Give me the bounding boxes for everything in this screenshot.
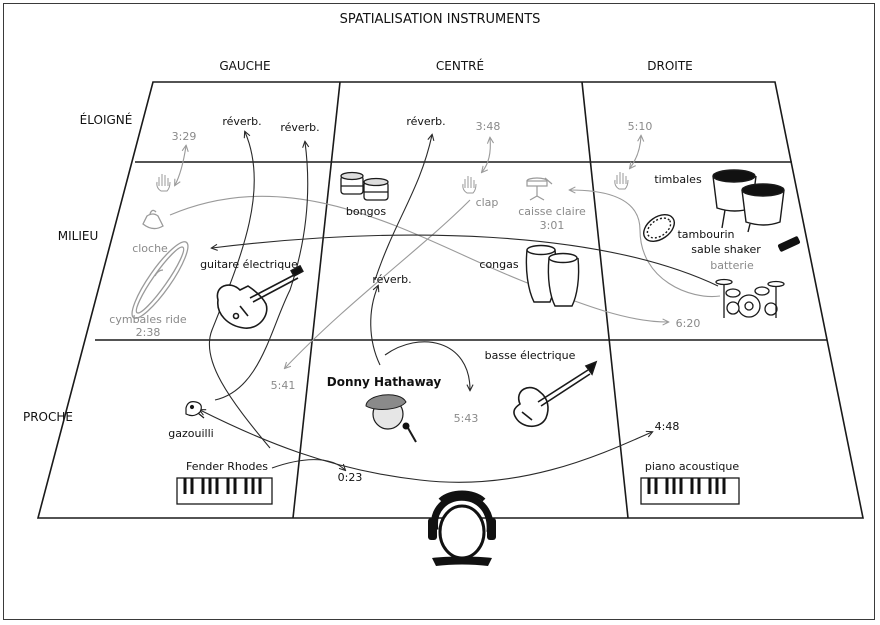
diagram-title: SPATIALISATION INSTRUMENTS bbox=[340, 12, 541, 27]
electric-guitar-label: guitare électrique bbox=[200, 258, 298, 271]
congas-label: congas bbox=[479, 258, 518, 271]
bongos-icon bbox=[340, 171, 389, 201]
listener-headphones-icon bbox=[428, 490, 496, 566]
time-label-510: 5:10 bbox=[628, 120, 653, 133]
drums-label: batterie bbox=[710, 259, 754, 272]
electric-bass-icon bbox=[513, 360, 598, 428]
piano-label: piano acoustique bbox=[645, 460, 740, 473]
congas-icon bbox=[525, 244, 580, 307]
snare-label: caisse claire bbox=[518, 205, 586, 218]
ride-cymbal-icon bbox=[131, 241, 189, 319]
hand-icon bbox=[462, 176, 477, 194]
ride-time: 2:38 bbox=[136, 326, 161, 339]
muted-arrows bbox=[169, 136, 721, 368]
keyboard-icon bbox=[640, 477, 740, 505]
reverb-label-center-mid: réverb. bbox=[372, 273, 411, 286]
cowbell-icon bbox=[142, 209, 164, 230]
snare-drum-icon bbox=[526, 177, 553, 201]
dark-arrows bbox=[200, 132, 719, 483]
vocalist-label: Donny Hathaway bbox=[327, 375, 442, 389]
time-label-543: 5:43 bbox=[454, 412, 479, 425]
perspective-grid bbox=[36, 81, 864, 519]
snare-time: 3:01 bbox=[540, 219, 565, 232]
reverb-label-left-1: réverb. bbox=[222, 115, 261, 128]
keyboard-icon bbox=[176, 477, 273, 505]
time-label-348: 3:48 bbox=[476, 120, 501, 133]
tambourine-icon bbox=[643, 214, 675, 242]
timbales-icon bbox=[712, 169, 785, 233]
column-header-left: GAUCHE bbox=[219, 59, 270, 73]
timbales-label: timbales bbox=[654, 173, 702, 186]
time-label-329: 3:29 bbox=[172, 130, 197, 143]
time-label-620: 6:20 bbox=[676, 317, 701, 330]
time-label-023: 0:23 bbox=[338, 471, 363, 484]
row-header-middle: MILIEU bbox=[58, 229, 98, 243]
column-header-center: CENTRÉ bbox=[436, 58, 484, 73]
column-header-right: DROITE bbox=[647, 59, 692, 73]
sable-shaker-icon bbox=[777, 236, 801, 252]
row-header-far: ÉLOIGNÉ bbox=[80, 112, 133, 127]
time-label-448: 4:48 bbox=[655, 420, 680, 433]
bell-label: cloche bbox=[132, 242, 168, 255]
reverb-label-center-far: réverb. bbox=[406, 115, 445, 128]
row-header-near: PROCHE bbox=[23, 410, 73, 424]
bass-label: basse électrique bbox=[485, 349, 576, 362]
hand-icon bbox=[156, 174, 171, 192]
diagram-frame bbox=[3, 3, 875, 620]
reverb-label-left-2: réverb. bbox=[280, 121, 319, 134]
hand-icon bbox=[614, 172, 629, 190]
tambourine-label: tambourin bbox=[677, 228, 734, 241]
sable-shaker-label: sable shaker bbox=[691, 243, 761, 256]
bird-icon bbox=[185, 401, 205, 419]
vocalist-icon bbox=[365, 394, 417, 443]
clap-label: clap bbox=[476, 196, 499, 209]
ride-label: cymbales ride bbox=[109, 313, 187, 326]
chirp-label: gazouilli bbox=[168, 427, 213, 440]
rhodes-label: Fender Rhodes bbox=[186, 460, 268, 473]
bongos-label: bongos bbox=[346, 205, 386, 218]
drum-kit-icon bbox=[715, 278, 785, 318]
time-label-541: 5:41 bbox=[271, 379, 296, 392]
electric-guitar-icon bbox=[216, 264, 304, 329]
